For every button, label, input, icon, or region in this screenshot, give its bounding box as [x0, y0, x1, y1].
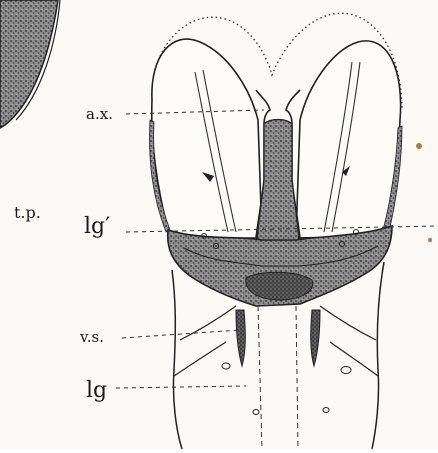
label-vs: v.s.	[80, 330, 104, 345]
central-axis-structure	[256, 90, 300, 244]
adjacent-specimen-fragment	[0, 0, 60, 128]
left-lobe	[150, 39, 262, 238]
label-tp: t.p.	[14, 205, 41, 221]
label-lg: lg	[86, 380, 107, 402]
edge-marks	[416, 143, 432, 242]
label-lg-prime: lg′	[84, 216, 110, 238]
right-lobe	[296, 41, 402, 238]
label-ax: a.x.	[86, 107, 113, 122]
